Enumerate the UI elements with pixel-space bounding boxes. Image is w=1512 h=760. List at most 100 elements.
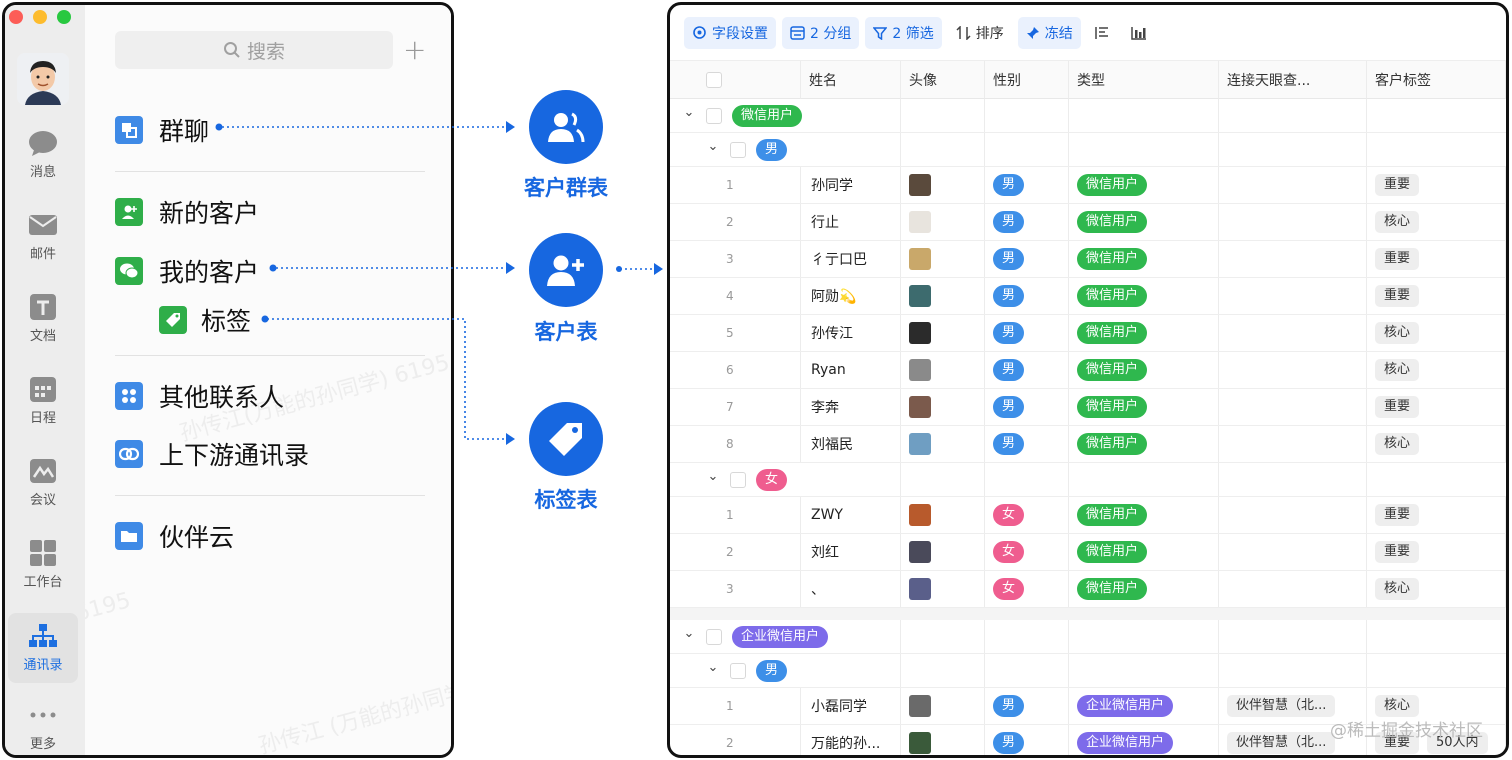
table-cell xyxy=(1219,620,1367,653)
type-pill: 微信用户 xyxy=(1077,248,1148,270)
customer-name[interactable]: 行止 xyxy=(811,215,839,231)
rail-item-mail[interactable]: 邮件 xyxy=(8,205,78,269)
table-cell: 男 xyxy=(985,204,1069,240)
rail-item-docs[interactable]: 文档 xyxy=(8,287,78,351)
nav-new-customers[interactable]: 新的客户 xyxy=(115,195,259,229)
group-pill: 企业微信用户 xyxy=(732,625,829,648)
table-cell xyxy=(985,620,1069,653)
row-index: 1 xyxy=(726,508,734,522)
rail-item-calendar[interactable]: 日程 xyxy=(8,369,78,433)
group-chat-icon xyxy=(115,116,143,144)
field-settings-button[interactable]: 字段设置 xyxy=(684,16,776,49)
chevron-down-icon[interactable]: ⌄ xyxy=(707,139,719,154)
zoom-window-button[interactable] xyxy=(57,10,71,24)
column-header-gender[interactable]: 性别 xyxy=(985,61,1069,99)
nav-partner-cloud[interactable]: 伙伴云 xyxy=(115,519,234,553)
type-pill: 微信用户 xyxy=(1077,433,1148,455)
table-cell: 男 xyxy=(985,241,1069,277)
customer-name[interactable]: 、 xyxy=(811,582,825,598)
rail-item-more[interactable]: 更多 xyxy=(8,695,78,755)
select-all-checkbox[interactable] xyxy=(706,71,722,88)
rail-item-workspace[interactable]: 工作台 xyxy=(8,533,78,597)
freeze-button[interactable]: 冻结 xyxy=(1017,16,1081,49)
table-cell: 小磊同学 xyxy=(801,688,901,724)
row-height-button[interactable] xyxy=(1087,17,1117,49)
row-checkbox[interactable] xyxy=(730,471,746,488)
add-button[interactable]: + xyxy=(403,33,427,66)
avatar[interactable] xyxy=(17,53,69,105)
nav-other-contacts[interactable]: 其他联系人 xyxy=(115,379,284,413)
customer-name[interactable]: 万能的孙... xyxy=(811,736,881,752)
subgroup-row-male[interactable]: ⌄男 xyxy=(670,654,1506,688)
customer-name[interactable]: 李奔 xyxy=(811,400,839,416)
gender-pill: 男 xyxy=(993,433,1025,455)
customer-name[interactable]: Ryan xyxy=(811,362,846,378)
chart-button[interactable] xyxy=(1123,17,1155,49)
customer-name[interactable]: 阿勋💫 xyxy=(811,289,857,305)
customer-name[interactable]: 彳亍口巴 xyxy=(811,252,867,268)
customer-name[interactable]: ZWY xyxy=(811,507,843,523)
subgroup-row-male[interactable]: ⌄男 xyxy=(670,133,1506,167)
nav-group-chat[interactable]: 群聊 xyxy=(115,113,209,147)
chevron-down-icon[interactable]: ⌄ xyxy=(707,660,719,675)
chevron-down-icon[interactable]: ⌄ xyxy=(683,105,695,120)
customer-tag: 核心 xyxy=(1375,695,1420,717)
table-cell xyxy=(1219,534,1367,570)
table-cell xyxy=(1219,315,1367,351)
nav-supply-chain[interactable]: 上下游通讯录 xyxy=(115,437,309,471)
customer-name[interactable]: 刘福民 xyxy=(811,437,853,453)
customer-name[interactable]: 孙同学 xyxy=(811,178,853,194)
customer-name[interactable]: 孙传江 xyxy=(811,326,853,342)
group-row-corp-wechat[interactable]: ⌄ 企业微信用户 xyxy=(670,620,1506,654)
subgroup-row-female[interactable]: ⌄女 xyxy=(670,463,1506,497)
group-pill: 男 xyxy=(756,659,788,682)
row-checkbox[interactable] xyxy=(706,107,722,124)
row-checkbox[interactable] xyxy=(730,141,746,158)
divider xyxy=(115,171,425,172)
customer-avatar xyxy=(909,541,931,563)
customer-avatar xyxy=(909,359,931,381)
minimize-window-button[interactable] xyxy=(33,10,47,24)
close-window-button[interactable] xyxy=(9,10,23,24)
customer-tag: 核心 xyxy=(1375,433,1420,455)
column-header-name[interactable]: 姓名 xyxy=(801,61,901,99)
column-header-type[interactable]: 类型 xyxy=(1069,61,1219,99)
sort-button[interactable]: 排序 xyxy=(948,17,1012,49)
rail-item-meeting[interactable]: 会议 xyxy=(8,451,78,515)
row-checkbox[interactable] xyxy=(730,662,746,679)
column-header-customer-tag[interactable]: 客户标签 xyxy=(1367,61,1506,99)
table-cell: 微信用户 xyxy=(1069,241,1219,277)
rail-item-messages[interactable]: 消息 xyxy=(8,123,78,187)
chevron-down-icon[interactable]: ⌄ xyxy=(707,469,719,484)
nav-my-customers[interactable]: 我的客户 xyxy=(115,254,259,288)
nav-tags[interactable]: 标签 xyxy=(159,303,251,337)
group-button[interactable]: 2 分组 xyxy=(782,16,860,49)
group-row-wechat[interactable]: ⌄微信用户 xyxy=(670,99,1506,133)
row-checkbox[interactable] xyxy=(706,628,722,645)
table-cell: ⌄男 xyxy=(670,654,901,687)
filter-button[interactable]: 2 筛选 xyxy=(865,16,942,49)
table-row[interactable]: 3、女微信用户核心 xyxy=(670,571,1506,608)
column-header-tianyancha[interactable]: 连接天眼查... xyxy=(1219,61,1367,99)
chevron-down-icon[interactable]: ⌄ xyxy=(683,626,695,641)
table-cell: 刘福民 xyxy=(801,426,901,462)
table-cell: 3 xyxy=(670,241,801,277)
rail-item-contacts[interactable]: 通讯录 xyxy=(8,613,78,683)
customer-name[interactable]: 小磊同学 xyxy=(811,699,867,715)
table-cell xyxy=(901,133,985,166)
column-header-avatar[interactable]: 头像 xyxy=(901,61,985,99)
search-input[interactable]: 搜索 xyxy=(115,31,393,69)
customer-name[interactable]: 刘红 xyxy=(811,545,839,561)
